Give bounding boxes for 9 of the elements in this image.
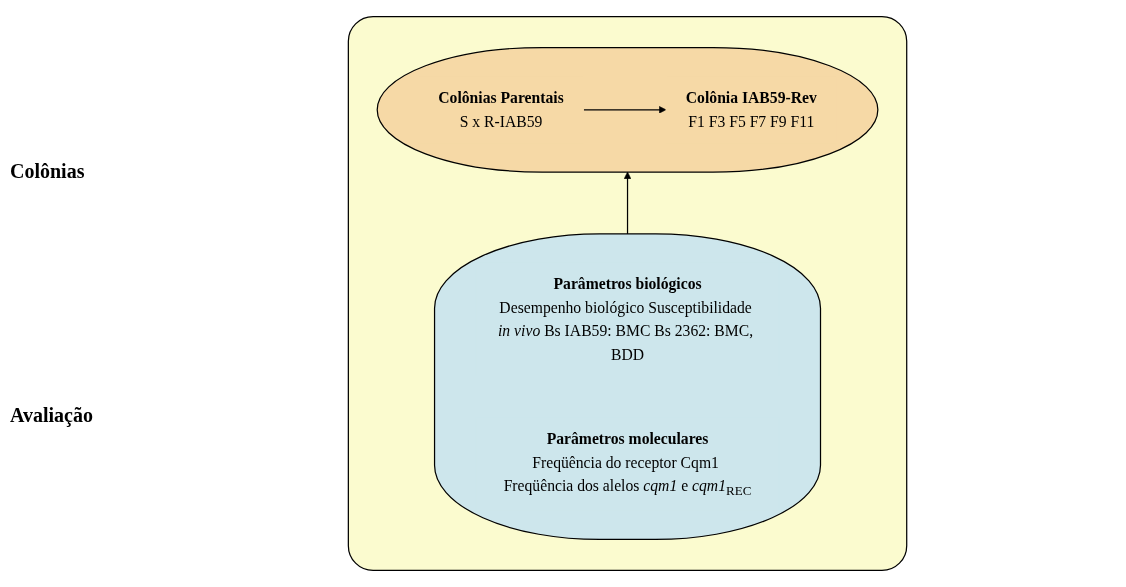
arrow: [583, 106, 667, 114]
node-text: Parâmetros moleculares Freqüência do receptor Cqm1 Freqüência dos alelos cqm1 e cqm1$_{REC}$: [504, 430, 752, 498]
node-text: Colônia IAB59-Rev F1 F3 F5 F7 F9 F11: [686, 88, 818, 130]
row-label: Avaliação: [10, 403, 94, 427]
node-text: Parâmetros biológicos Desempenho biológico Susceptibilidade in vivo Bs IAB59: BMC Bs 2362: BMC, BDD: [498, 275, 754, 363]
cluster: [348, 16, 908, 571]
row-label: Colônias: [10, 160, 86, 184]
arrow: [624, 171, 632, 235]
node-text: Colônias Parentais S x R-IAB59: [438, 88, 565, 130]
